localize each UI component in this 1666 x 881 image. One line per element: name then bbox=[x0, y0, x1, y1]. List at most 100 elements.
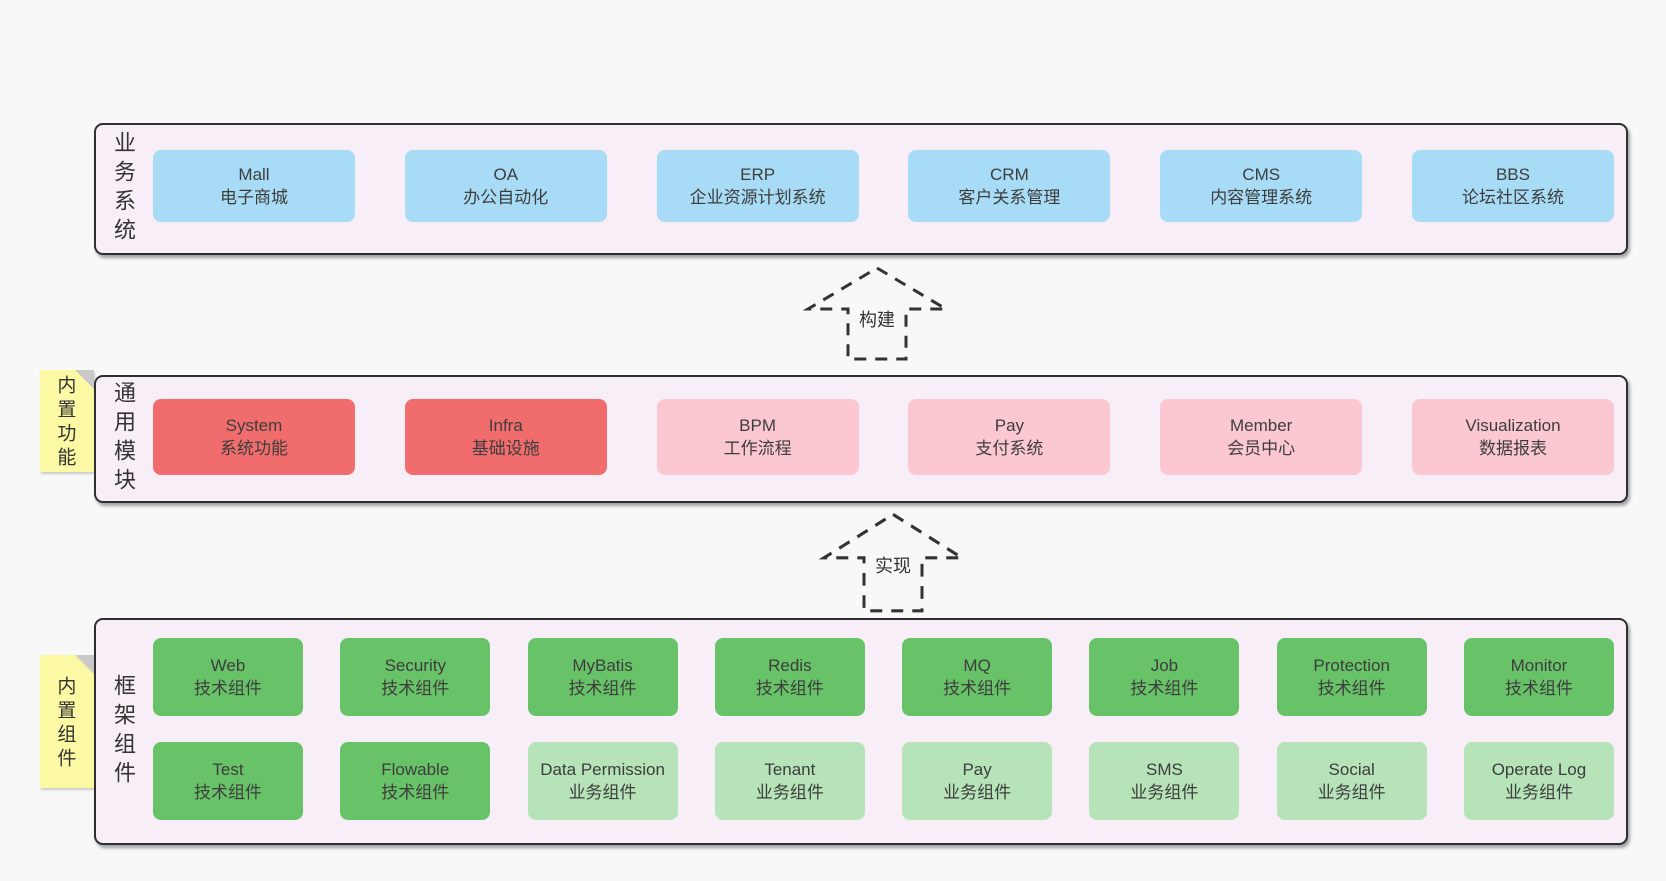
box-crm: CRM 客户关系管理 bbox=[908, 150, 1111, 222]
box-title: Operate Log bbox=[1491, 760, 1587, 779]
sticky-note-text: 内置组件 bbox=[54, 676, 76, 773]
box-title: Infra bbox=[488, 416, 523, 435]
sticky-note-text: 内置功能 bbox=[54, 375, 76, 472]
box-flowable: Flowable 技术组件 bbox=[340, 742, 491, 820]
box-subtitle: 内容管理系统 bbox=[1210, 188, 1313, 207]
arrow-build-label: 构建 bbox=[856, 308, 898, 332]
box-title: SMS bbox=[1145, 760, 1183, 779]
box-title: CMS bbox=[1242, 165, 1281, 184]
box-title: Pay bbox=[994, 416, 1025, 435]
panel-label-framework-components: 框架组件 bbox=[111, 673, 136, 790]
box-subtitle: 技术组件 bbox=[1130, 679, 1199, 698]
box-web: Web 技术组件 bbox=[153, 638, 303, 716]
box-title: Social bbox=[1328, 760, 1375, 779]
box-subtitle: 业务组件 bbox=[943, 783, 1012, 802]
box-subtitle: 技术组件 bbox=[755, 679, 824, 698]
box-title: System bbox=[225, 416, 283, 435]
box-title: CRM bbox=[990, 165, 1029, 184]
box-subtitle: 技术组件 bbox=[568, 679, 637, 698]
box-title: MQ bbox=[963, 656, 991, 675]
box-subtitle: 支付系统 bbox=[975, 439, 1044, 458]
box-subtitle: 基础设施 bbox=[471, 439, 540, 458]
box-title: Test bbox=[212, 760, 244, 779]
box-pay-component: Pay 业务组件 bbox=[902, 742, 1053, 820]
box-job: Job 技术组件 bbox=[1089, 638, 1240, 716]
arrow-build: 构建 bbox=[796, 262, 958, 362]
box-subtitle: 办公自动化 bbox=[463, 188, 549, 207]
box-social: Social 业务组件 bbox=[1276, 742, 1427, 820]
box-erp: ERP 企业资源计划系统 bbox=[656, 150, 859, 222]
arrow-implement-label: 实现 bbox=[872, 554, 914, 578]
box-redis: Redis 技术组件 bbox=[714, 638, 865, 716]
box-subtitle: 技术组件 bbox=[194, 679, 262, 698]
box-mq: MQ 技术组件 bbox=[902, 638, 1053, 716]
box-title: Flowable bbox=[381, 760, 450, 779]
box-operate-log: Operate Log 业务组件 bbox=[1463, 742, 1614, 820]
box-monitor: Monitor 技术组件 bbox=[1463, 638, 1614, 716]
panel-label-business-systems: 业务系统 bbox=[111, 131, 136, 247]
box-system: System 系统功能 bbox=[153, 399, 355, 475]
box-infra: Infra 基础设施 bbox=[404, 399, 607, 475]
box-security: Security 技术组件 bbox=[340, 638, 491, 716]
dashed-up-arrow-icon bbox=[818, 512, 968, 613]
box-subtitle: 技术组件 bbox=[194, 783, 262, 802]
dashed-up-arrow-icon bbox=[802, 266, 952, 361]
box-subtitle: 工作流程 bbox=[723, 439, 792, 458]
box-subtitle: 企业资源计划系统 bbox=[689, 188, 826, 207]
box-data-permission: Data Permission 业务组件 bbox=[527, 742, 678, 820]
box-title: Tenant bbox=[764, 760, 816, 779]
tech-components-row: Web 技术组件 Security 技术组件 MyBatis 技术组件 Redi… bbox=[153, 638, 1614, 716]
box-visualization: Visualization 数据报表 bbox=[1411, 399, 1614, 475]
folded-corner-icon bbox=[75, 655, 94, 674]
panel-business-systems: 业务系统 Mall 电子商城 OA 办公自动化 ERP 企业资源计划系统 CRM… bbox=[94, 123, 1628, 255]
business-systems-row: Mall 电子商城 OA 办公自动化 ERP 企业资源计划系统 CRM 客户关系… bbox=[153, 150, 1614, 222]
box-subtitle: 系统功能 bbox=[220, 439, 288, 458]
box-member: Member 会员中心 bbox=[1160, 399, 1363, 475]
box-bpm: BPM 工作流程 bbox=[656, 399, 859, 475]
box-subtitle: 技术组件 bbox=[381, 679, 450, 698]
box-subtitle: 技术组件 bbox=[381, 783, 450, 802]
box-subtitle: 论坛社区系统 bbox=[1461, 188, 1564, 207]
box-subtitle: 技术组件 bbox=[943, 679, 1012, 698]
box-subtitle: 业务组件 bbox=[1317, 783, 1386, 802]
box-title: Monitor bbox=[1510, 656, 1568, 675]
panel-framework-components: 框架组件 Web 技术组件 Security 技术组件 MyBatis 技术组件… bbox=[94, 618, 1628, 845]
box-subtitle: 电子商城 bbox=[220, 188, 288, 207]
box-bbs: BBS 论坛社区系统 bbox=[1411, 150, 1614, 222]
box-sms: SMS 业务组件 bbox=[1089, 742, 1240, 820]
box-mall: Mall 电子商城 bbox=[153, 150, 355, 222]
box-oa: OA 办公自动化 bbox=[404, 150, 607, 222]
box-subtitle: 业务组件 bbox=[755, 783, 824, 802]
box-test: Test 技术组件 bbox=[153, 742, 303, 820]
box-tenant: Tenant 业务组件 bbox=[714, 742, 865, 820]
box-title: Data Permission bbox=[540, 760, 665, 779]
panel-common-modules: 通用模块 System 系统功能 Infra 基础设施 BPM 工作流程 Pay… bbox=[94, 375, 1628, 503]
panel-label-common-modules: 通用模块 bbox=[111, 381, 136, 497]
box-pay-module: Pay 支付系统 bbox=[908, 399, 1111, 475]
box-mybatis: MyBatis 技术组件 bbox=[527, 638, 678, 716]
box-title: OA bbox=[493, 165, 519, 184]
sticky-note-built-in-components: 内置组件 bbox=[40, 655, 94, 788]
box-title: ERP bbox=[740, 165, 776, 184]
box-subtitle: 技术组件 bbox=[1317, 679, 1386, 698]
box-subtitle: 会员中心 bbox=[1227, 439, 1296, 458]
box-subtitle: 客户关系管理 bbox=[958, 188, 1061, 207]
common-modules-row: System 系统功能 Infra 基础设施 BPM 工作流程 Pay 支付系统… bbox=[153, 399, 1614, 475]
box-subtitle: 业务组件 bbox=[1130, 783, 1199, 802]
sticky-note-built-in-features: 内置功能 bbox=[40, 370, 94, 472]
box-subtitle: 业务组件 bbox=[1504, 783, 1573, 802]
box-title: Web bbox=[210, 656, 246, 675]
box-protection: Protection 技术组件 bbox=[1276, 638, 1427, 716]
box-title: BPM bbox=[739, 416, 777, 435]
box-title: Redis bbox=[768, 656, 812, 675]
box-cms: CMS 内容管理系统 bbox=[1160, 150, 1363, 222]
box-title: BBS bbox=[1495, 165, 1530, 184]
arrow-implement: 实现 bbox=[812, 508, 974, 614]
box-title: Member bbox=[1230, 416, 1293, 435]
box-title: MyBatis bbox=[572, 656, 633, 675]
biz-components-row: Test 技术组件 Flowable 技术组件 Data Permission … bbox=[153, 742, 1614, 820]
box-title: Job bbox=[1150, 656, 1179, 675]
box-subtitle: 技术组件 bbox=[1504, 679, 1573, 698]
box-title: Mall bbox=[238, 165, 270, 184]
box-title: Protection bbox=[1313, 656, 1390, 675]
